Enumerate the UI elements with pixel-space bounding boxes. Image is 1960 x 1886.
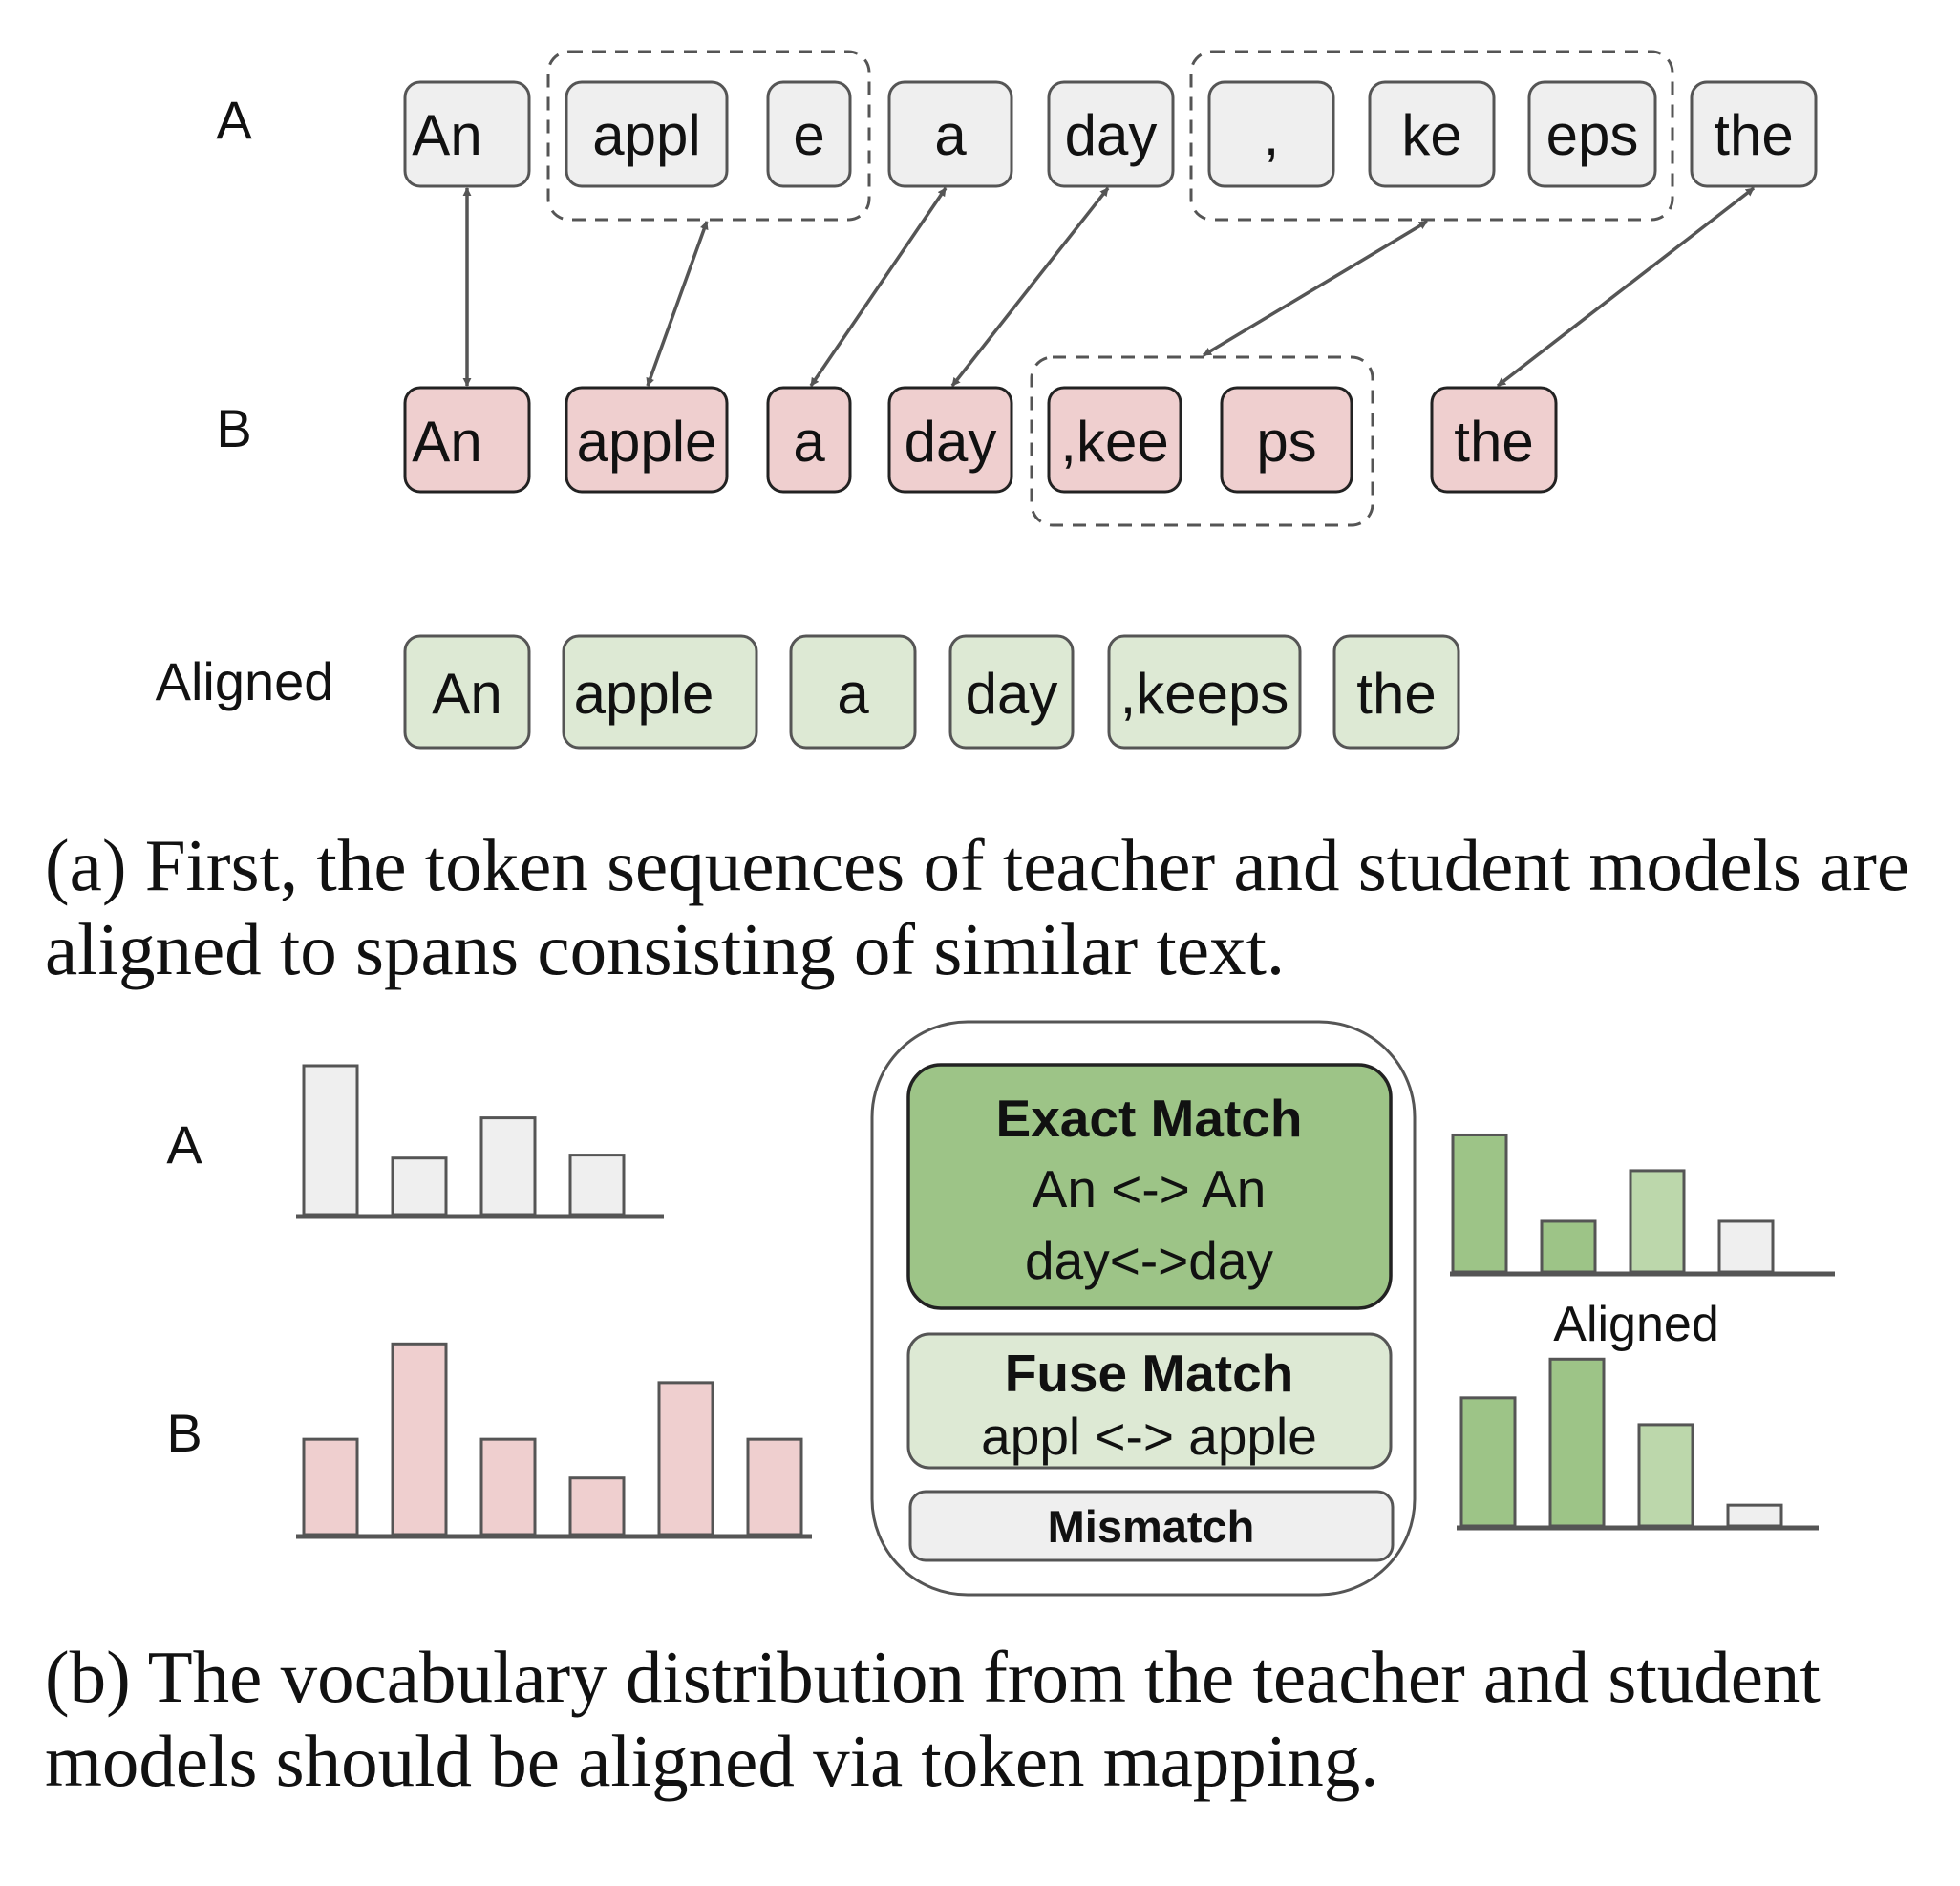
token-a-text: the <box>1714 103 1793 167</box>
token-aligned: ,keeps <box>1107 634 1302 750</box>
aligned-top-bar <box>1540 1219 1597 1274</box>
fuse-match-title: Fuse Match <box>1005 1344 1294 1403</box>
arrow-day <box>950 186 1110 388</box>
aligned-bottom-bar <box>1548 1357 1606 1528</box>
token-aligned-text: a <box>837 662 869 726</box>
token-a: appl <box>565 80 729 188</box>
token-b-text: An <box>412 410 481 474</box>
dist-a-bar <box>568 1154 626 1217</box>
alignment-arrows <box>462 186 1756 388</box>
token-aligned-text: An <box>432 662 501 726</box>
row-label-b: B <box>216 398 251 458</box>
row-label-aligned: Aligned <box>156 651 334 711</box>
fuse-match-box: Fuse Match appl <-> apple <box>906 1332 1393 1470</box>
arrow-apple <box>646 221 709 387</box>
token-a-text: An <box>412 103 481 167</box>
dist-b-bar <box>657 1381 714 1536</box>
token-a-text: appl <box>592 103 700 167</box>
caption-b: (b) The vocabulary distribution from the… <box>45 1636 1821 1802</box>
distribution-a <box>302 1064 626 1217</box>
token-row-b: An apple a day ,kee ps <box>403 386 1558 494</box>
token-b-text: a <box>793 410 825 474</box>
token-b: apple <box>565 386 729 494</box>
token-aligned: An <box>403 634 531 750</box>
aligned-top-bar <box>1629 1169 1686 1274</box>
token-row-aligned: An apple a day ,keeps the <box>403 634 1460 750</box>
token-aligned: the <box>1332 634 1460 750</box>
aligned-top-bar <box>1717 1219 1775 1274</box>
dist-b-bar <box>391 1342 448 1536</box>
aligned-bottom-bar <box>1726 1503 1783 1528</box>
token-a-text: , <box>1264 103 1280 167</box>
arrow-a <box>809 187 948 387</box>
token-b-text: the <box>1454 410 1533 474</box>
aligned-top-bar <box>1451 1133 1508 1274</box>
token-b-text: apple <box>577 410 717 474</box>
panel-b: A B Exact Match An <-> An day<->day Fuse… <box>166 1020 1835 1597</box>
distribution-aligned-bottom <box>1459 1357 1783 1528</box>
token-b-text: ,kee <box>1060 410 1168 474</box>
aligned-bottom-bar <box>1637 1423 1694 1528</box>
token-b: the <box>1430 386 1558 494</box>
dist-a-bar <box>302 1064 359 1217</box>
token-aligned-text: the <box>1356 662 1436 726</box>
dist-b-bar <box>746 1437 803 1536</box>
token-aligned-text: day <box>966 662 1058 726</box>
token-aligned-text: ,keeps <box>1120 662 1289 726</box>
span-group-appl-e <box>546 50 871 222</box>
token-a-text: day <box>1065 103 1158 167</box>
mismatch-box: Mismatch <box>908 1490 1395 1562</box>
distribution-aligned-top <box>1451 1133 1775 1274</box>
token-a: a <box>887 80 1013 188</box>
exact-match-box: Exact Match An <-> An day<->day <box>906 1063 1393 1310</box>
token-aligned: a <box>789 634 917 750</box>
token-a-text: a <box>934 103 967 167</box>
token-aligned: apple <box>562 634 758 750</box>
caption-a: (a) First, the token sequences of teache… <box>45 824 1910 990</box>
token-a: An <box>403 80 531 188</box>
token-b: An <box>403 386 531 494</box>
span-group-keeps <box>1189 50 1674 222</box>
aligned-bottom-bar <box>1459 1396 1517 1528</box>
token-aligned-text: apple <box>574 662 714 726</box>
token-row-a: An appl e a day , <box>403 80 1818 188</box>
span-group-kee-ps <box>1030 355 1374 527</box>
token-b: a <box>766 386 852 494</box>
token-a-text: eps <box>1546 103 1639 167</box>
exact-match-line-1: An <-> An <box>1033 1159 1267 1218</box>
exact-match-line-2: day<->day <box>1025 1231 1273 1290</box>
token-b: day <box>887 386 1013 494</box>
token-b-text: ps <box>1256 410 1316 474</box>
token-b-text: day <box>905 410 997 474</box>
dist-b-bar <box>302 1437 359 1536</box>
dist-b-bar <box>568 1476 626 1536</box>
panel-a: A B Aligned An appl e a <box>156 50 1818 750</box>
dist-a-bar <box>479 1116 537 1217</box>
token-a: eps <box>1527 80 1657 188</box>
token-a: ke <box>1368 80 1496 188</box>
token-a-text: ke <box>1401 103 1461 167</box>
token-b: ,kee <box>1047 386 1182 494</box>
mismatch-title: Mismatch <box>1048 1501 1255 1552</box>
fuse-match-line-1: appl <-> apple <box>981 1407 1317 1466</box>
token-a-text: e <box>793 103 824 167</box>
exact-match-title: Exact Match <box>996 1089 1303 1148</box>
token-a: the <box>1690 80 1818 188</box>
token-a: , <box>1207 80 1335 188</box>
row-label-a: A <box>216 90 252 150</box>
aligned-dist-label: Aligned <box>1553 1297 1718 1352</box>
arrow-keeps <box>1203 220 1428 357</box>
dist-label-b: B <box>166 1403 202 1463</box>
token-mapping-box: Exact Match An <-> An day<->day Fuse Mat… <box>870 1020 1417 1597</box>
dist-b-bar <box>479 1437 537 1536</box>
distribution-b <box>302 1342 803 1536</box>
dist-a-bar <box>391 1156 448 1217</box>
token-a: e <box>766 80 852 188</box>
arrow-the <box>1496 186 1756 388</box>
dist-label-a: A <box>166 1114 202 1175</box>
token-a: day <box>1047 80 1175 188</box>
token-aligned: day <box>948 634 1075 750</box>
token-b: ps <box>1220 386 1353 494</box>
